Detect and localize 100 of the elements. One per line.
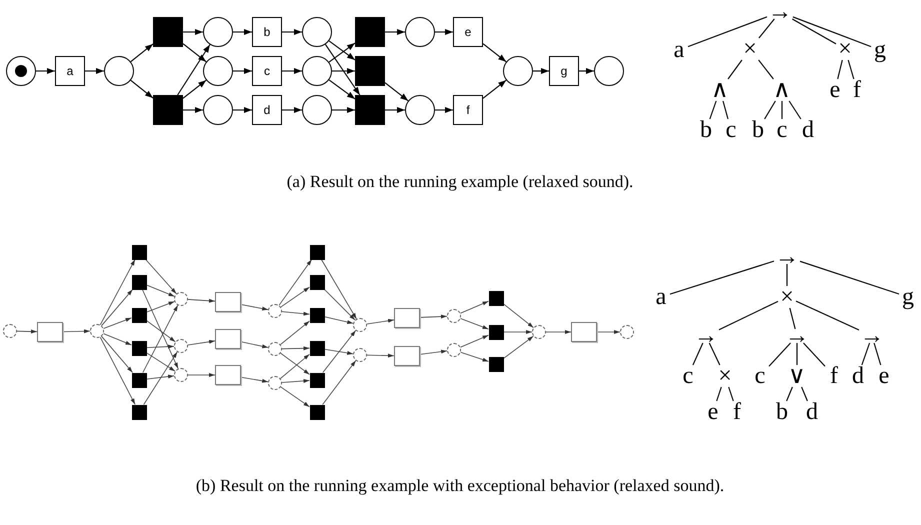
arrow — [280, 354, 310, 379]
silent-transition — [310, 404, 324, 420]
silent-transition — [355, 17, 385, 47]
arrow — [282, 346, 310, 350]
arrow — [503, 330, 532, 334]
arrow — [101, 289, 133, 326]
transition-box — [394, 346, 420, 366]
arrow — [240, 304, 269, 311]
arrow — [384, 82, 408, 102]
silent-transition — [153, 17, 183, 47]
tree-node-label: f — [728, 401, 746, 423]
place-circle — [203, 17, 233, 47]
place-circle — [268, 304, 282, 318]
place-circle — [405, 17, 435, 47]
arrow — [596, 330, 620, 334]
figure-caption: (a) Result on the running example (relaxed sound). — [286, 172, 634, 192]
tree-node-label: e — [704, 401, 722, 423]
tree-branch — [796, 300, 860, 331]
transition-box: d — [252, 95, 282, 125]
tree-branch — [796, 343, 798, 365]
arrow — [188, 340, 216, 346]
arrow — [85, 68, 104, 74]
tree-node-label: c — [751, 365, 769, 387]
tree-branch — [781, 101, 783, 119]
arrow — [36, 68, 55, 74]
place-circle — [503, 56, 533, 86]
tree-node-label: → — [774, 250, 800, 264]
arrow — [435, 107, 453, 113]
arrow — [420, 314, 448, 319]
tree-node-label: a — [670, 39, 688, 61]
silent-transition — [355, 95, 385, 125]
arrow — [332, 68, 355, 74]
silent-transition — [132, 340, 146, 356]
place-circle — [447, 309, 461, 323]
transition-box — [394, 308, 420, 328]
arrow — [177, 44, 210, 96]
place-circle — [203, 95, 233, 125]
tree-node-label: × — [778, 286, 796, 308]
tree-node-label: → — [693, 329, 719, 343]
tree-node-label: → — [784, 329, 810, 343]
arrow — [146, 344, 174, 349]
silent-transition — [153, 95, 183, 125]
arrow — [282, 107, 302, 113]
arrow — [282, 378, 310, 383]
tree-node-label: b — [697, 119, 715, 141]
tree-branch — [758, 18, 775, 38]
tree-node-label: d — [849, 365, 867, 387]
tree-node-label: f — [848, 79, 866, 101]
arrow — [328, 79, 356, 100]
place-circle — [174, 368, 188, 382]
arrow — [103, 333, 132, 346]
place-circle — [268, 376, 282, 390]
arrow — [146, 320, 176, 342]
arrow — [142, 289, 179, 370]
arrow — [324, 289, 356, 320]
tree-node-label: f — [825, 365, 843, 387]
transition-box — [215, 365, 241, 385]
place-circle — [268, 342, 282, 356]
transition-box — [37, 322, 63, 342]
arrow — [282, 68, 302, 74]
tree-branch — [789, 308, 796, 330]
arrow — [460, 352, 489, 362]
tree-branch — [803, 342, 826, 367]
arrow — [103, 317, 132, 329]
tree-node-label: × — [836, 38, 854, 60]
arrow — [282, 29, 302, 35]
tree-node-label: d — [799, 119, 817, 141]
tree-branch — [758, 60, 774, 80]
tree-branch — [764, 100, 776, 120]
arrow — [142, 304, 178, 373]
tree-branch — [792, 16, 872, 48]
arrow — [482, 43, 506, 62]
tree-branch — [788, 100, 802, 120]
place-circle — [353, 348, 367, 362]
silent-transition — [132, 404, 146, 420]
arrow — [62, 329, 90, 334]
transition-box — [571, 322, 597, 342]
arrow — [280, 286, 310, 308]
silent-transition — [488, 324, 504, 340]
tree-branch — [801, 386, 808, 402]
tree-branch — [670, 260, 774, 295]
place-circle — [620, 325, 634, 339]
silent-transition — [310, 308, 324, 322]
transition-box: g — [549, 56, 579, 86]
tree-branch — [708, 342, 720, 366]
tree-branch — [786, 264, 788, 286]
arrow — [240, 341, 269, 348]
arrow — [482, 80, 506, 99]
arrow — [533, 68, 549, 74]
silent-transition — [310, 372, 324, 388]
place-circle — [302, 17, 332, 47]
arrow — [322, 330, 356, 373]
arrow — [324, 44, 360, 96]
transition-box — [215, 329, 241, 349]
arrow — [280, 386, 310, 408]
arrow — [503, 336, 534, 359]
tree-branch — [688, 16, 768, 48]
silent-transition — [132, 244, 146, 260]
tree-node-label: ∧ — [773, 79, 791, 101]
place-circle — [174, 339, 188, 353]
